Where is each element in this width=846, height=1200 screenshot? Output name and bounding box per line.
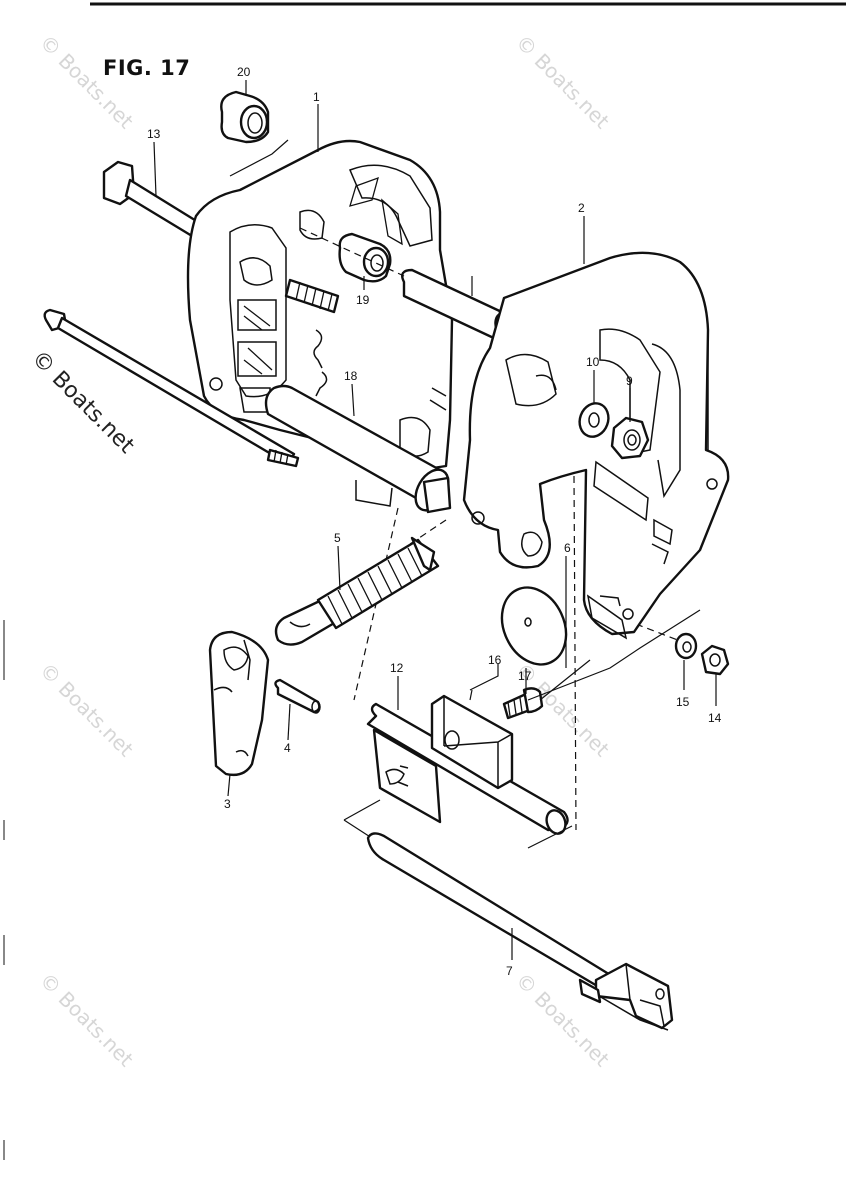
part-14-washer xyxy=(674,632,698,660)
callout-16: 17 xyxy=(518,669,532,683)
leader-7-bracket xyxy=(527,825,573,849)
part-1-clamp-bracket xyxy=(186,139,454,507)
callout-2: 2 xyxy=(578,201,585,215)
leader-bracket xyxy=(527,609,701,701)
callout-19: 20 xyxy=(237,65,251,79)
leader-15-bracket xyxy=(469,689,473,701)
leader-axis xyxy=(573,475,577,831)
callout-10: 10 xyxy=(586,355,600,369)
part-13-nut xyxy=(700,644,730,676)
callout-5: 5 xyxy=(334,531,341,545)
leader-4 xyxy=(287,703,291,741)
part-18-sleeve xyxy=(338,232,392,283)
part-4-pin xyxy=(274,678,321,714)
leader-7-bracket xyxy=(343,799,381,821)
callout-13: 14 xyxy=(708,711,722,725)
callout-9: 9 xyxy=(626,374,633,388)
part-7-tilt-lever xyxy=(366,832,674,1031)
part-11-tilt-rod xyxy=(366,694,569,835)
callout-15: 16 xyxy=(488,653,502,667)
figure-title: FIG. 17 xyxy=(103,56,191,80)
part-5-adjuster-screw xyxy=(274,536,440,646)
threaded-stud xyxy=(284,278,340,314)
part-6-disc xyxy=(500,586,568,666)
long-through-rod xyxy=(43,308,300,468)
callout-17: 18 xyxy=(344,369,358,383)
leader-17 xyxy=(351,383,355,417)
callout-4: 4 xyxy=(284,741,291,755)
callout-1: 1 xyxy=(313,90,320,104)
callout-3: 3 xyxy=(224,797,231,811)
leader-5 xyxy=(337,545,341,591)
callout-12: 13 xyxy=(147,127,161,141)
callout-6: 6 xyxy=(564,541,571,555)
callout-18: 19 xyxy=(356,293,370,307)
callout-7: 7 xyxy=(506,964,513,978)
leader-19-bracket xyxy=(229,139,289,177)
part-10-washer xyxy=(578,402,610,438)
part-16-bolt xyxy=(502,687,544,720)
part-3-lever xyxy=(208,630,270,777)
callout-11: 12 xyxy=(390,661,404,675)
leader-bracket xyxy=(539,659,591,701)
leader-3 xyxy=(227,773,231,797)
part-12-bolt xyxy=(102,160,200,238)
part-17-shaft xyxy=(264,384,452,514)
part-19-bushing xyxy=(220,90,270,144)
leader-12 xyxy=(153,141,157,197)
part-2-swivel-bracket xyxy=(462,251,730,640)
part-9-nut xyxy=(610,416,650,460)
callout-14: 15 xyxy=(676,695,690,709)
leader-15-bracket xyxy=(469,664,499,691)
